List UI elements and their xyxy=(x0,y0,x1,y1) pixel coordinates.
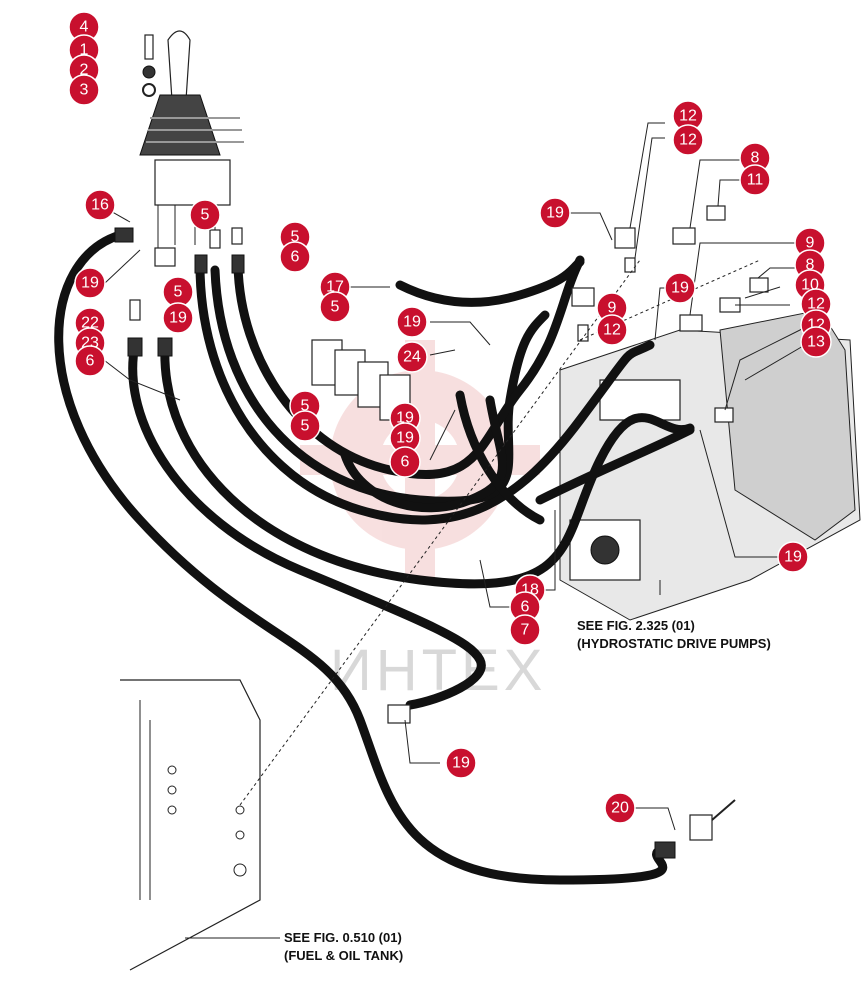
callout-19: 19 xyxy=(396,306,428,338)
pumps-reference-line1: SEE FIG. 2.325 (01) xyxy=(577,618,695,633)
callout-marker xyxy=(604,792,636,824)
callout-11: 11 xyxy=(739,164,771,196)
callout-number: 19 xyxy=(671,280,689,297)
callout-19: 19 xyxy=(777,541,809,573)
callout-number: 8 xyxy=(751,150,760,167)
callout-number: 17 xyxy=(326,279,344,296)
fuel-oil-tank xyxy=(120,679,261,971)
hoses xyxy=(54,230,695,885)
callout-marker xyxy=(396,306,428,338)
callout-number: 19 xyxy=(403,314,421,331)
callout-number: 19 xyxy=(81,275,99,292)
callout-marker xyxy=(445,747,477,779)
callout-24: 24 xyxy=(396,341,428,373)
joystick-control xyxy=(139,30,244,250)
callout-number: 12 xyxy=(603,322,621,339)
callout-number: 6 xyxy=(291,249,300,266)
callout-number: 2 xyxy=(80,62,89,79)
callout-marker xyxy=(509,614,541,646)
callout-number: 3 xyxy=(80,82,89,99)
callout-19: 19 xyxy=(74,267,106,299)
callout-marker xyxy=(596,314,628,346)
callout-number: 9 xyxy=(806,235,815,252)
callout-6: 6 xyxy=(279,241,311,273)
callout-number: 19 xyxy=(396,430,414,447)
callout-12: 12 xyxy=(672,124,704,156)
callout-number: 12 xyxy=(679,132,697,149)
callout-7: 7 xyxy=(509,614,541,646)
callout-marker xyxy=(279,241,311,273)
callout-16: 16 xyxy=(84,189,116,221)
callout-number: 5 xyxy=(291,229,300,246)
reference-labels: SEE FIG. 2.325 (01) (HYDROSTATIC DRIVE P… xyxy=(284,618,771,963)
callout-number: 19 xyxy=(452,755,470,772)
callout-number: 6 xyxy=(401,454,410,471)
callout-number: 5 xyxy=(301,418,310,435)
callout-number: 22 xyxy=(81,315,99,332)
callout-number: 7 xyxy=(521,622,530,639)
callout-number: 1 xyxy=(80,42,89,59)
callout-marker xyxy=(319,291,351,323)
callouts: 4123161955651922236175192451951961919121… xyxy=(68,11,832,824)
callout-19: 19 xyxy=(445,747,477,779)
callout-number: 6 xyxy=(521,599,530,616)
callout-number: 6 xyxy=(86,353,95,370)
callout-marker xyxy=(389,446,421,478)
callout-marker xyxy=(739,164,771,196)
callout-6: 6 xyxy=(74,345,106,377)
callout-number: 19 xyxy=(546,205,564,222)
tank-reference-line2: (FUEL & OIL TANK) xyxy=(284,948,403,963)
callout-12: 12 xyxy=(596,314,628,346)
callout-number: 19 xyxy=(169,310,187,327)
callout-19: 19 xyxy=(162,302,194,334)
callout-marker xyxy=(396,341,428,373)
callout-20: 20 xyxy=(604,792,636,824)
callout-marker xyxy=(74,267,106,299)
callout-marker xyxy=(84,189,116,221)
callout-19: 19 xyxy=(539,197,571,229)
callout-4: 4 xyxy=(68,11,100,43)
callout-19: 19 xyxy=(664,272,696,304)
callout-number: 16 xyxy=(91,197,109,214)
callout-5: 5 xyxy=(289,410,321,442)
watermark-text: ИНТЕХ xyxy=(330,638,546,703)
callout-number: 5 xyxy=(331,299,340,316)
fittings xyxy=(114,205,769,859)
callout-number: 20 xyxy=(611,800,629,817)
callout-number: 5 xyxy=(201,207,210,224)
bolt-washers xyxy=(142,34,156,97)
callout-marker xyxy=(800,326,832,358)
callout-13: 13 xyxy=(800,326,832,358)
callout-marker xyxy=(162,302,194,334)
callout-marker xyxy=(289,410,321,442)
callout-5: 5 xyxy=(189,199,221,231)
callout-marker xyxy=(68,74,100,106)
callout-number: 19 xyxy=(784,549,802,566)
callout-number: 9 xyxy=(608,300,617,317)
callout-19: 19 xyxy=(389,422,421,454)
callout-5: 5 xyxy=(319,291,351,323)
callout-number: 19 xyxy=(396,410,414,427)
callout-marker xyxy=(74,345,106,377)
callout-marker xyxy=(672,124,704,156)
pumps-reference-line2: (HYDROSTATIC DRIVE PUMPS) xyxy=(577,636,771,651)
callout-number: 24 xyxy=(403,349,421,366)
callout-6: 6 xyxy=(389,446,421,478)
callout-number: 13 xyxy=(807,334,825,351)
callout-number: 12 xyxy=(679,108,697,125)
callout-number: 4 xyxy=(80,19,89,36)
callout-number: 12 xyxy=(807,296,825,313)
tank-reference-line1: SEE FIG. 0.510 (01) xyxy=(284,930,402,945)
callout-marker xyxy=(777,541,809,573)
callout-marker xyxy=(189,199,221,231)
callout-marker xyxy=(539,197,571,229)
callout-number: 5 xyxy=(174,284,183,301)
callout-3: 3 xyxy=(68,74,100,106)
callout-number: 5 xyxy=(301,398,310,415)
callout-marker xyxy=(664,272,696,304)
callout-number: 8 xyxy=(806,257,815,274)
callout-number: 11 xyxy=(747,172,764,189)
callout-12: 12 xyxy=(672,100,704,132)
